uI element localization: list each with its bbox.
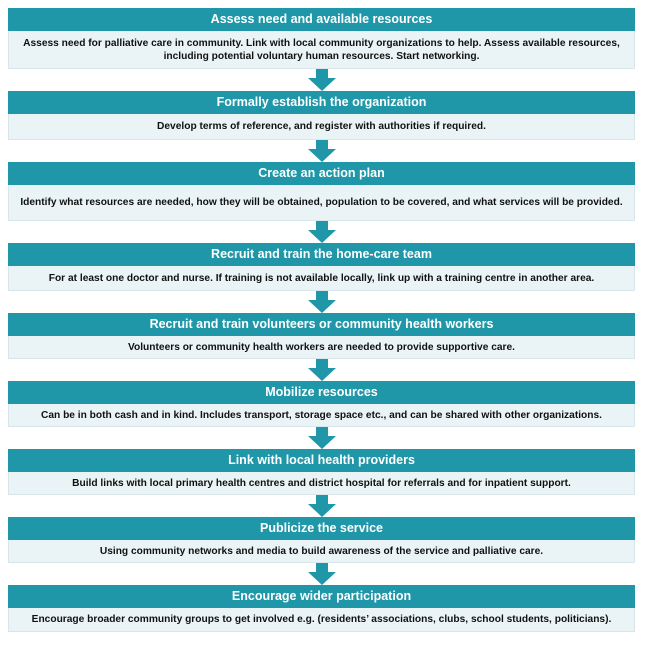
step-description: Assess need for palliative care in commu… bbox=[8, 31, 635, 69]
step-description: Build links with local primary health ce… bbox=[8, 472, 635, 495]
step-assess-need: Assess need and available resources Asse… bbox=[8, 8, 635, 69]
step-title: Mobilize resources bbox=[8, 381, 635, 404]
step-description: For at least one doctor and nurse. If tr… bbox=[8, 266, 635, 291]
down-arrow-icon bbox=[8, 563, 635, 585]
step-link-health-providers: Link with local health providers Build l… bbox=[8, 449, 635, 495]
down-arrow-icon bbox=[8, 495, 635, 517]
step-mobilize-resources: Mobilize resources Can be in both cash a… bbox=[8, 381, 635, 427]
step-description: Identify what resources are needed, how … bbox=[8, 185, 635, 221]
step-establish-organization: Formally establish the organization Deve… bbox=[8, 91, 635, 140]
step-description: Using community networks and media to bu… bbox=[8, 540, 635, 563]
step-title: Assess need and available resources bbox=[8, 8, 635, 31]
step-title: Create an action plan bbox=[8, 162, 635, 185]
step-title: Encourage wider participation bbox=[8, 585, 635, 608]
step-description: Encourage broader community groups to ge… bbox=[8, 608, 635, 632]
flowchart: Assess need and available resources Asse… bbox=[8, 8, 635, 632]
step-recruit-home-care-team: Recruit and train the home-care team For… bbox=[8, 243, 635, 291]
step-description: Develop terms of reference, and register… bbox=[8, 114, 635, 140]
step-title: Publicize the service bbox=[8, 517, 635, 540]
step-title: Link with local health providers bbox=[8, 449, 635, 472]
step-title: Recruit and train the home-care team bbox=[8, 243, 635, 266]
step-title: Formally establish the organization bbox=[8, 91, 635, 114]
down-arrow-icon bbox=[8, 427, 635, 449]
down-arrow-icon bbox=[8, 140, 635, 162]
step-description: Volunteers or community health workers a… bbox=[8, 336, 635, 359]
step-publicize-service: Publicize the service Using community ne… bbox=[8, 517, 635, 563]
down-arrow-icon bbox=[8, 69, 635, 91]
down-arrow-icon bbox=[8, 359, 635, 381]
step-action-plan: Create an action plan Identify what reso… bbox=[8, 162, 635, 221]
step-recruit-volunteers: Recruit and train volunteers or communit… bbox=[8, 313, 635, 359]
down-arrow-icon bbox=[8, 291, 635, 313]
step-title: Recruit and train volunteers or communit… bbox=[8, 313, 635, 336]
step-description: Can be in both cash and in kind. Include… bbox=[8, 404, 635, 427]
step-encourage-participation: Encourage wider participation Encourage … bbox=[8, 585, 635, 632]
down-arrow-icon bbox=[8, 221, 635, 243]
